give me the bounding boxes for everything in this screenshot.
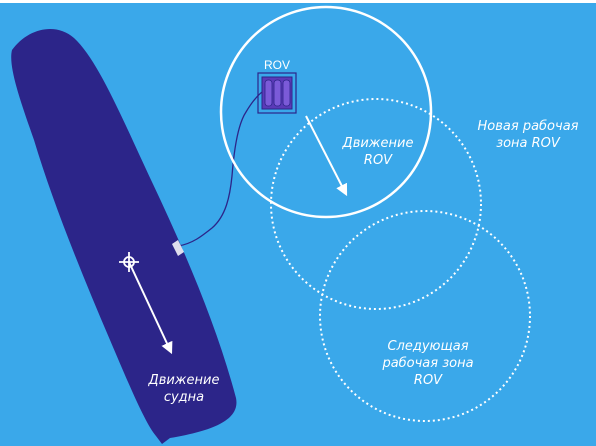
umbilical-tether — [177, 91, 263, 247]
rov-tag-label: ROV — [262, 58, 292, 72]
top-border — [0, 0, 596, 3]
new-work-zone — [270, 98, 482, 310]
rov-motion-line-1: Движение — [342, 136, 414, 151]
new-zone-line-1: Новая рабочая — [477, 119, 579, 134]
new-zone-label: Новая рабочая зона ROV — [470, 118, 586, 152]
current-work-zone — [219, 5, 433, 219]
rov-vehicle — [257, 72, 297, 114]
tether-connector — [172, 240, 184, 256]
crosshair-icon — [119, 252, 139, 272]
rov-motion-line-2: ROV — [363, 153, 393, 168]
next-zone-line-3: ROV — [413, 373, 443, 388]
rov-tag-text: ROV — [263, 58, 290, 72]
rov-motion-arrow — [305, 115, 348, 197]
ship-motion-label: Движение судна — [138, 372, 230, 406]
next-zone-line-1: Следующая — [387, 339, 469, 354]
ship-motion-arrow — [128, 261, 173, 355]
next-work-zone — [319, 210, 531, 422]
next-zone-line-2: рабочая зона — [382, 356, 474, 371]
rov-motion-label: Движение ROV — [336, 135, 420, 169]
ship-motion-line-1: Движение — [148, 373, 220, 388]
new-zone-line-2: зона ROV — [496, 136, 560, 151]
ship-hull — [11, 28, 237, 444]
ship-motion-line-2: судна — [163, 390, 205, 405]
next-zone-label: Следующая рабочая зона ROV — [374, 338, 482, 389]
